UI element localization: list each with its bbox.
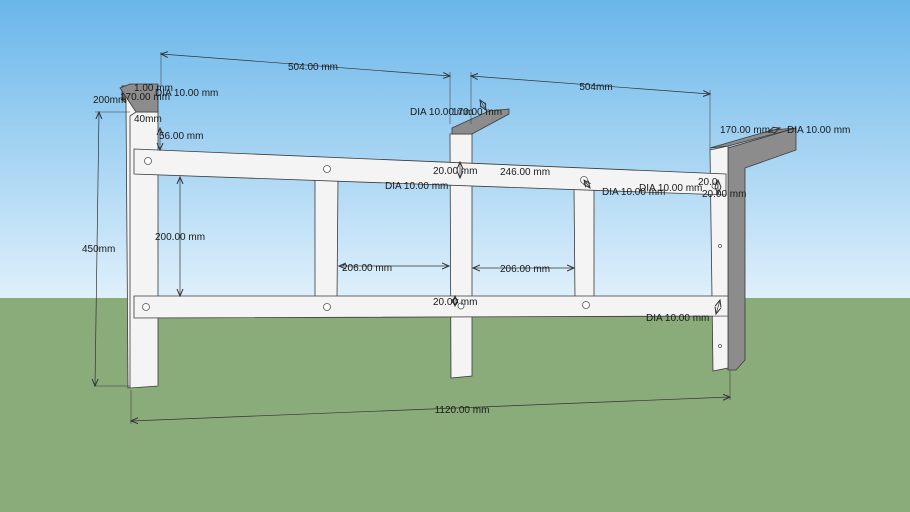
- right-bracket-side[interactable]: [727, 127, 797, 371]
- dimension-line-top-left-span: [161, 54, 450, 76]
- dimension-line-top-right-span: [471, 76, 710, 94]
- label-hole-top-right: DIA 10.00 mm: [602, 187, 665, 198]
- label-center-bracket-hole: DIA 10.00 mm: [410, 107, 473, 118]
- dimension-line-overall-length: [131, 397, 730, 421]
- bench-frame-model[interactable]: [119, 83, 797, 389]
- label-rail-thickness-bottom: 20.00 mm: [433, 297, 477, 308]
- center-bracket[interactable]: [451, 108, 510, 135]
- hole-top-rail-2[interactable]: [323, 165, 331, 173]
- label-center-bracket-depth: 170.00 mm: [452, 107, 502, 118]
- label-brace-length: 246.00 mm: [500, 167, 550, 178]
- label-top-left-span: 504.00 mm: [288, 62, 338, 73]
- leader-hole: [768, 128, 780, 132]
- label-bay-right: 206.00 mm: [500, 264, 550, 275]
- label-rail-offset: 56.00 mm: [159, 131, 203, 142]
- label-overall-length: 1120.00 mm: [435, 405, 490, 416]
- bottom-rail[interactable]: [133, 295, 729, 319]
- leader-hole: [584, 180, 590, 188]
- hole-bottom-rail-2[interactable]: [323, 303, 331, 311]
- dimension-lines: [95, 52, 780, 424]
- dimension-labels: 504.00 mm 504mm 1120.00 mm 450mm 200.00 …: [82, 62, 850, 416]
- label-left-bracket-width: 200mm: [93, 95, 126, 106]
- left-bracket-top[interactable]: [119, 83, 159, 113]
- label-rail-thickness-top: 20.00 mm: [433, 166, 477, 177]
- leader-hole: [716, 300, 720, 314]
- dimension-line-height: [95, 112, 99, 386]
- label-right-post-width-2: 20.00 mm: [702, 189, 746, 200]
- hole-right-post-1[interactable]: [718, 244, 722, 248]
- label-hole-right-rail: DIA 10.00 mm: [639, 183, 702, 194]
- label-left-bracket-small-a: 40mm: [134, 114, 162, 125]
- spacer-right[interactable]: [573, 184, 595, 301]
- leader-hole: [480, 100, 486, 110]
- hole-right-post-2[interactable]: [718, 344, 722, 348]
- label-right-post-width: 20.0: [698, 177, 718, 188]
- label-top-right-span: 504mm: [579, 82, 612, 93]
- label-hole-top-center: DIA 10.00 mm: [385, 181, 448, 192]
- label-right-bracket-hole: DIA 10.00 mm: [787, 125, 850, 136]
- label-rail-spacing: 200.00 mm: [155, 232, 205, 243]
- hole-bottom-rail-4[interactable]: [582, 301, 590, 309]
- label-right-bracket-depth: 170.00 mm: [720, 125, 770, 136]
- label-left-bracket-depth: 170.00 mm: [120, 92, 170, 103]
- label-bay-left: 206.00 mm: [342, 263, 392, 274]
- spacer-left[interactable]: [314, 175, 339, 301]
- label-hole-right-post-lower: DIA 10.00 mm: [646, 313, 709, 324]
- hole-top-rail-1[interactable]: [144, 157, 152, 165]
- hole-bottom-rail-1[interactable]: [142, 303, 150, 311]
- label-left-bracket-small-b: 1.00 mm: [134, 83, 173, 94]
- top-rail[interactable]: [133, 148, 727, 196]
- label-height: 450mm: [82, 244, 115, 255]
- label-left-bracket-hole: DIA 10.00 mm: [155, 88, 218, 99]
